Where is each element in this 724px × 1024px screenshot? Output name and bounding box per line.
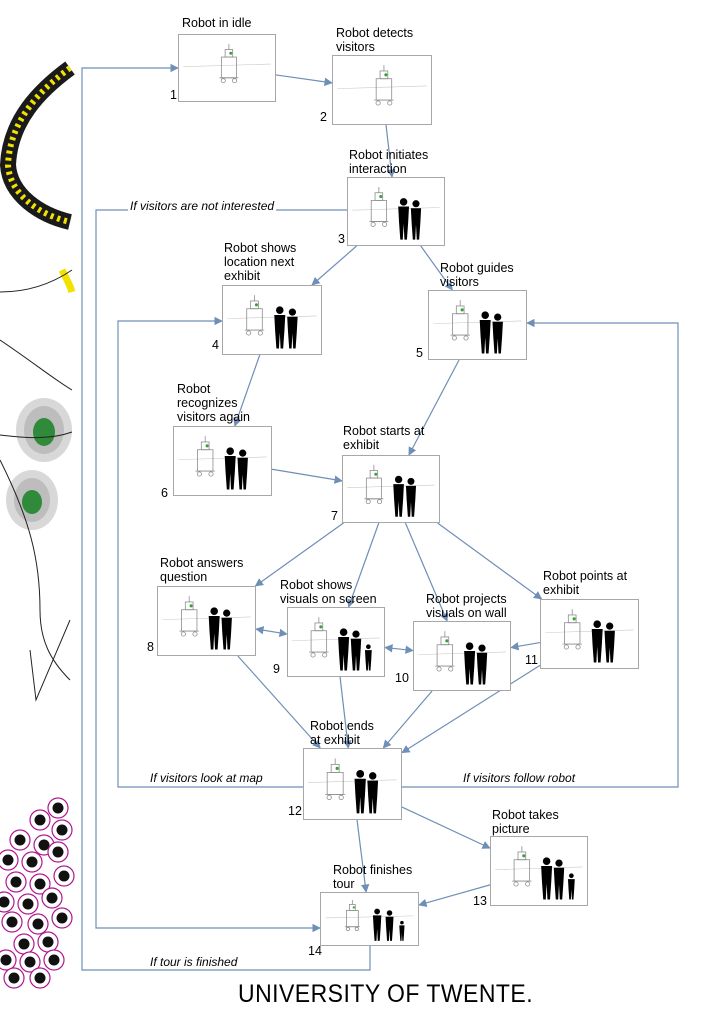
step-13-label: Robot takes picture — [492, 808, 559, 836]
curve-line — [0, 269, 73, 293]
step-3-panel — [347, 177, 445, 246]
edge-9-to-10 — [384, 644, 414, 654]
step-10-illustration — [418, 631, 506, 685]
edge-11-to-12 — [401, 664, 541, 754]
step-9-illustration — [292, 617, 380, 671]
step-13-panel — [490, 836, 588, 906]
step-8-illustration — [162, 596, 251, 650]
condition-not-interested: If visitors are not interested — [128, 199, 277, 213]
step-14-number: 14 — [308, 944, 322, 958]
edge-12-to-13 — [401, 806, 491, 849]
step-5-number: 5 — [416, 346, 423, 360]
loop-tour-finished — [81, 63, 371, 971]
edge-1-to-2 — [275, 74, 333, 86]
step-4-number: 4 — [212, 338, 219, 352]
university-logo-text: UNIVERSITY OF TWENTE. — [238, 980, 534, 1008]
green-blob-decoration — [0, 398, 73, 530]
step-11-panel — [540, 599, 639, 669]
step-11-illustration — [545, 609, 634, 663]
condition-tour-finished: If tour is finished — [148, 955, 240, 969]
curve-line — [0, 459, 71, 681]
step-6-illustration — [178, 436, 267, 490]
step-9-panel — [287, 607, 385, 677]
step-3-illustration — [352, 186, 440, 240]
step-2-illustration — [337, 65, 427, 106]
step-4-panel — [222, 285, 322, 355]
curve-line — [29, 619, 71, 702]
step-9-number: 9 — [273, 662, 280, 676]
edge-3-to-5 — [420, 245, 453, 291]
edge-7-to-10 — [404, 522, 449, 622]
loop-look-at-map — [117, 316, 303, 788]
condition-follow-robot: If visitors follow robot — [461, 771, 578, 785]
step-10-number: 10 — [395, 671, 409, 685]
step-1-label: Robot in idle — [182, 16, 252, 30]
step-1-panel — [178, 34, 276, 102]
step-3-number: 3 — [338, 232, 345, 246]
edge-4-to-6 — [233, 354, 261, 427]
step-8-number: 8 — [147, 640, 154, 654]
step-8-label: Robot answers question — [160, 556, 244, 584]
edge-9-to-12 — [339, 676, 352, 749]
step-12-panel — [303, 748, 402, 820]
step-4-illustration — [227, 295, 317, 349]
step-7-illustration — [347, 464, 435, 517]
step-11-label: Robot points at exhibit — [543, 569, 628, 597]
step-14-label: Robot finishes tour — [333, 863, 413, 891]
step-7-label: Robot starts at exhibit — [343, 424, 425, 452]
step-4-label: Robot shows location next exhibit — [224, 241, 297, 283]
edge-13-to-14 — [418, 884, 491, 907]
edge-5-to-7 — [408, 359, 460, 456]
decorative-artwork — [0, 61, 76, 989]
edge-3-to-4 — [311, 245, 357, 286]
step-12-number: 12 — [288, 804, 302, 818]
edge-10-to-12 — [382, 690, 433, 749]
edge-7-to-8 — [254, 522, 344, 587]
step-13-number: 13 — [473, 894, 487, 908]
step-7-panel — [342, 455, 440, 523]
step-9-label: Robot shows visuals on screen — [280, 578, 377, 606]
edge-8-to-9 — [255, 626, 288, 637]
step-14-illustration — [325, 899, 414, 941]
step-12-label: Robot ends at exhibit — [310, 719, 374, 747]
curve-line — [0, 339, 73, 391]
step-12-illustration — [308, 758, 397, 814]
step-11-number: 11 — [525, 653, 538, 667]
step-14-panel — [320, 892, 419, 946]
step-6-number: 6 — [161, 486, 168, 500]
step-6-label: Robot recognizes visitors again — [177, 382, 250, 424]
step-8-panel — [157, 586, 256, 656]
step-3-label: Robot initiates interaction — [349, 148, 429, 176]
edge-2-to-3 — [385, 124, 396, 178]
step-13-illustration — [495, 846, 583, 900]
edge-7-to-11 — [437, 522, 543, 600]
step-2-label: Robot detects visitors — [336, 26, 414, 54]
step-5-panel — [428, 290, 527, 360]
step-5-label: Robot guides visitors — [440, 261, 514, 289]
step-6-panel — [173, 426, 272, 496]
edge-6-to-7 — [271, 468, 343, 484]
step-7-number: 7 — [331, 509, 338, 523]
step-1-number: 1 — [170, 88, 177, 102]
yellow-swirl-decoration — [0, 61, 76, 294]
edge-11-to-10 — [510, 641, 541, 651]
step-10-label: Robot projects visuals on wall — [426, 592, 507, 620]
step-10-panel — [413, 621, 511, 691]
edge-8-to-12 — [237, 655, 321, 749]
step-1-illustration — [183, 43, 271, 84]
step-5-illustration — [433, 300, 522, 354]
step-2-number: 2 — [320, 110, 327, 124]
edge-12-to-14 — [356, 819, 370, 893]
cell-cluster-decoration — [0, 797, 75, 989]
edge-7-to-9 — [347, 522, 380, 608]
loop-follow-robot — [402, 318, 679, 788]
step-2-panel — [332, 55, 432, 125]
condition-look-at-map: If visitors look at map — [148, 771, 265, 785]
